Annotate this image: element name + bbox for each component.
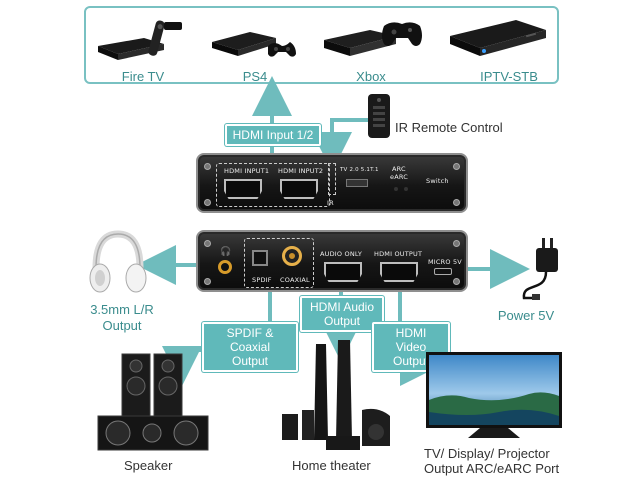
audio-only-label: AUDIO ONLY — [320, 250, 363, 258]
spdif-label-line1: SPDIF & Coaxial — [226, 326, 274, 354]
spdif-port[interactable] — [252, 250, 268, 266]
arc-label: ARC — [392, 165, 406, 173]
ir-remote-label: IR Remote Control — [395, 120, 503, 135]
ps4-icon — [212, 32, 296, 57]
source-label-iptv-stb: IPTV-STB — [480, 69, 538, 84]
screw — [204, 199, 211, 206]
screw — [204, 240, 211, 247]
screw — [453, 278, 460, 285]
hdmi-output-label: HDMI OUTPUT — [374, 250, 423, 258]
micro-usb-port[interactable] — [434, 268, 452, 275]
headphone-label-line2: Output — [102, 318, 142, 333]
ir-label: IR — [327, 199, 334, 207]
mode-switch-label: TV 2.0 5.1T.1 — [340, 167, 379, 173]
power-adapter-icon — [522, 238, 558, 300]
source-label-xbox: Xbox — [356, 69, 386, 84]
hdmi-audio-label-line2: Output — [323, 314, 361, 328]
spdif-label-line2: Output — [231, 354, 269, 368]
headphones-icon — [89, 230, 147, 293]
back-panel-device: 🎧 SPDIF COAXIAL AUDIO ONLY HDMI OUTPUT M… — [196, 230, 468, 292]
ir-remote-icon — [368, 94, 390, 138]
ir-sensor — [328, 163, 336, 195]
tv-label-line1: TV/ Display/ Projector — [424, 446, 550, 461]
hdmi-output-port[interactable] — [380, 262, 418, 282]
hdmi-video-label-line2: Output — [392, 354, 430, 368]
earc-led — [404, 187, 408, 191]
screw — [204, 278, 211, 285]
mode-switch[interactable] — [346, 179, 368, 187]
headphone-icon: 🎧 — [220, 246, 232, 256]
hdmi-video-output-label: HDMI Video Output — [372, 322, 450, 372]
source-devices-panel: Fire TV PS4 Xbox IPTV-STB — [84, 6, 559, 84]
arc-led — [394, 187, 398, 191]
front-panel-device: HDMI INPUT1 HDMI INPUT2 IR TV 2.0 5.1T.1… — [196, 153, 468, 213]
hdmi-audio-output-label: HDMI Audio Output — [300, 296, 384, 332]
screw — [453, 240, 460, 247]
headphone-output-label: 3.5mm L/R Output — [82, 302, 162, 334]
ir-remote-arrow — [312, 118, 378, 172]
hdmi-audio-label-line1: HDMI Audio — [309, 300, 375, 314]
switch-label: Switch — [426, 177, 449, 185]
coaxial-label: COAXIAL — [280, 276, 310, 284]
hdmi-video-label-line1: HDMI Video — [395, 326, 427, 354]
coaxial-port[interactable] — [282, 246, 302, 266]
power-label: Power 5V — [497, 308, 555, 323]
hdmi-input-label: HDMI Input 1/2 — [225, 124, 321, 146]
spdif-label: SPDIF — [252, 276, 272, 284]
home-theater-label: Home theater — [292, 458, 371, 473]
headphone-jack[interactable] — [218, 260, 232, 274]
screw — [204, 163, 211, 170]
speaker-icon — [97, 353, 209, 451]
screw — [453, 199, 460, 206]
hdmi-input2-port[interactable] — [280, 179, 318, 199]
screw — [453, 163, 460, 170]
fire-tv-icon — [98, 20, 182, 60]
spdif-coaxial-output-label: SPDIF & Coaxial Output — [202, 322, 298, 372]
micro5v-label: MICRO 5V — [428, 258, 462, 266]
audio-only-hdmi-port[interactable] — [324, 262, 362, 282]
hdmi-input1-label: HDMI INPUT1 — [224, 167, 270, 175]
source-label-fire-tv: Fire TV — [121, 69, 165, 84]
tv-icon — [426, 352, 562, 438]
spdif-coaxial-group — [244, 238, 314, 288]
headphone-label-line1: 3.5mm L/R — [90, 302, 154, 317]
iptv-stb-icon — [450, 20, 546, 56]
tv-label-line2: Output ARC/eARC Port — [424, 461, 560, 476]
hdmi-input1-port[interactable] — [224, 179, 262, 199]
home-theater-icon — [282, 340, 390, 450]
speaker-label: Speaker — [124, 458, 173, 473]
hdmi-input2-label: HDMI INPUT2 — [278, 167, 324, 175]
earc-label: eARC — [390, 173, 408, 181]
xbox-icon — [324, 22, 422, 56]
hdmi-input-group — [216, 163, 330, 207]
tv-label: TV/ Display/ Projector Output ARC/eARC P… — [424, 446, 564, 476]
